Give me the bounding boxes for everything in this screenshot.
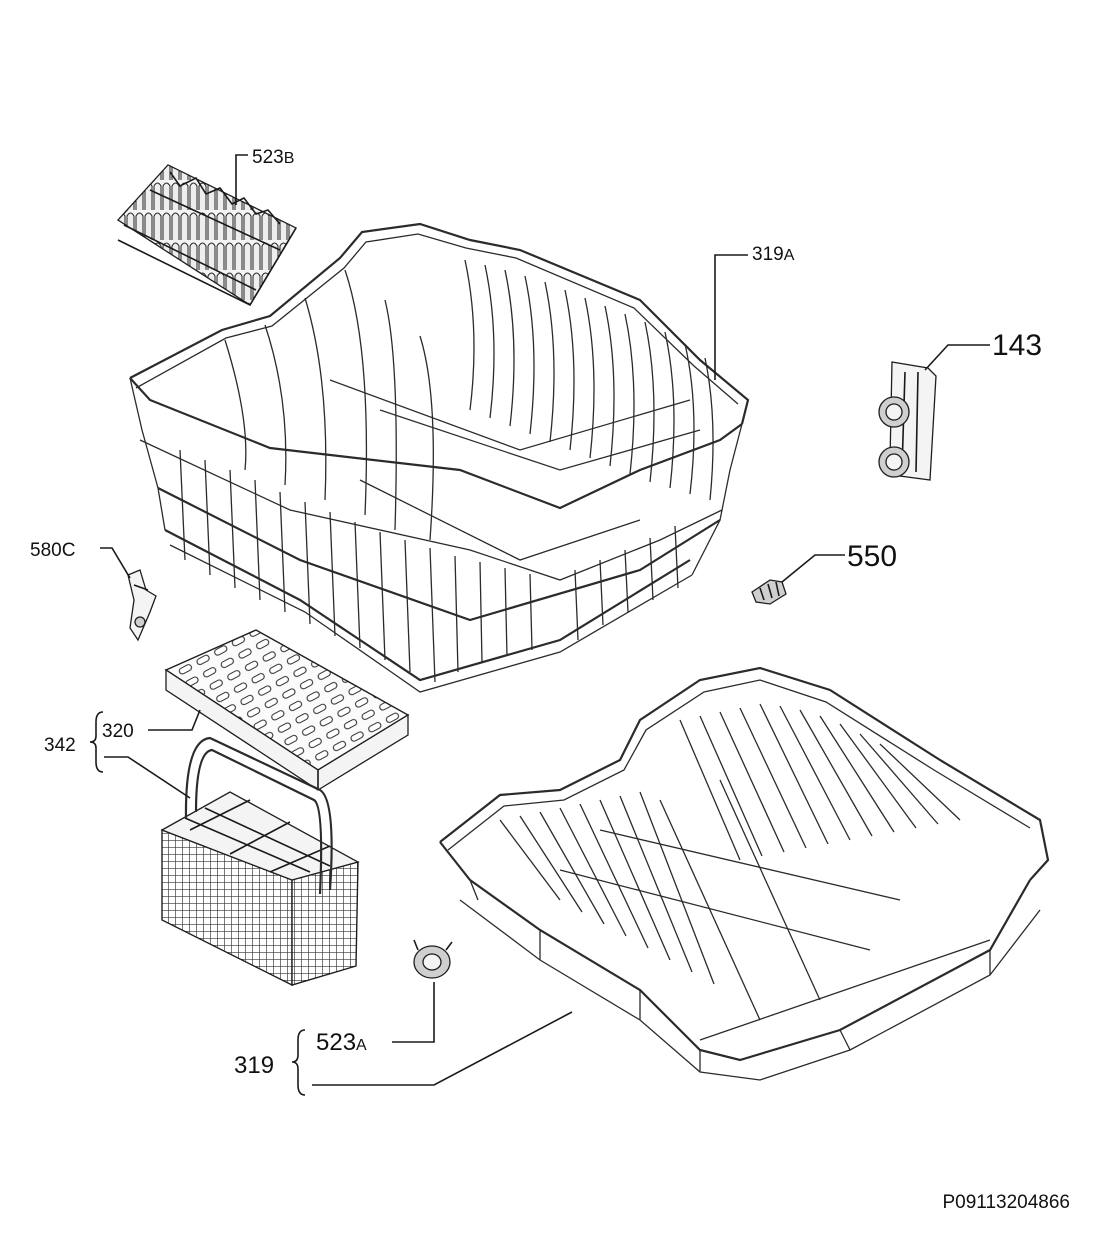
leader-523a — [392, 982, 435, 1043]
label-523a: 523A — [316, 1029, 367, 1056]
lower-basket-319 — [439, 666, 1050, 1081]
label-319a: 319A — [752, 244, 795, 265]
rail-rollers-143 — [878, 361, 937, 481]
leader-319a — [714, 254, 748, 380]
brace-342 — [89, 711, 104, 773]
label-319: 319 — [234, 1052, 274, 1079]
label-580c: 580C — [30, 540, 75, 561]
roller-550 — [751, 579, 787, 605]
leader-523b — [235, 154, 248, 205]
label-342: 342 — [44, 735, 76, 756]
leader-580c — [100, 547, 131, 579]
upper-basket-319a — [129, 222, 750, 693]
comb-insert-523b — [117, 164, 297, 307]
label-143: 143 — [992, 329, 1042, 362]
upper-basket-front-wires — [179, 449, 679, 683]
label-550: 550 — [847, 540, 897, 573]
leader-342 — [104, 756, 191, 799]
lower-basket-tines — [499, 703, 991, 1041]
cutlery-basket — [160, 736, 360, 987]
cutlery-cover-320 — [164, 629, 410, 791]
upper-basket-plate-tines — [224, 259, 714, 561]
brace-319 — [291, 1029, 306, 1096]
stopper-580c — [127, 569, 157, 642]
label-320: 320 — [102, 721, 134, 742]
leader-320 — [148, 709, 201, 731]
wheel-523a — [413, 939, 453, 979]
leader-550 — [781, 554, 845, 583]
label-523b: 523B — [252, 147, 294, 168]
leader-319 — [312, 1011, 573, 1086]
diagram-id: P09113204866 — [943, 1192, 1071, 1213]
leader-143 — [924, 344, 990, 371]
